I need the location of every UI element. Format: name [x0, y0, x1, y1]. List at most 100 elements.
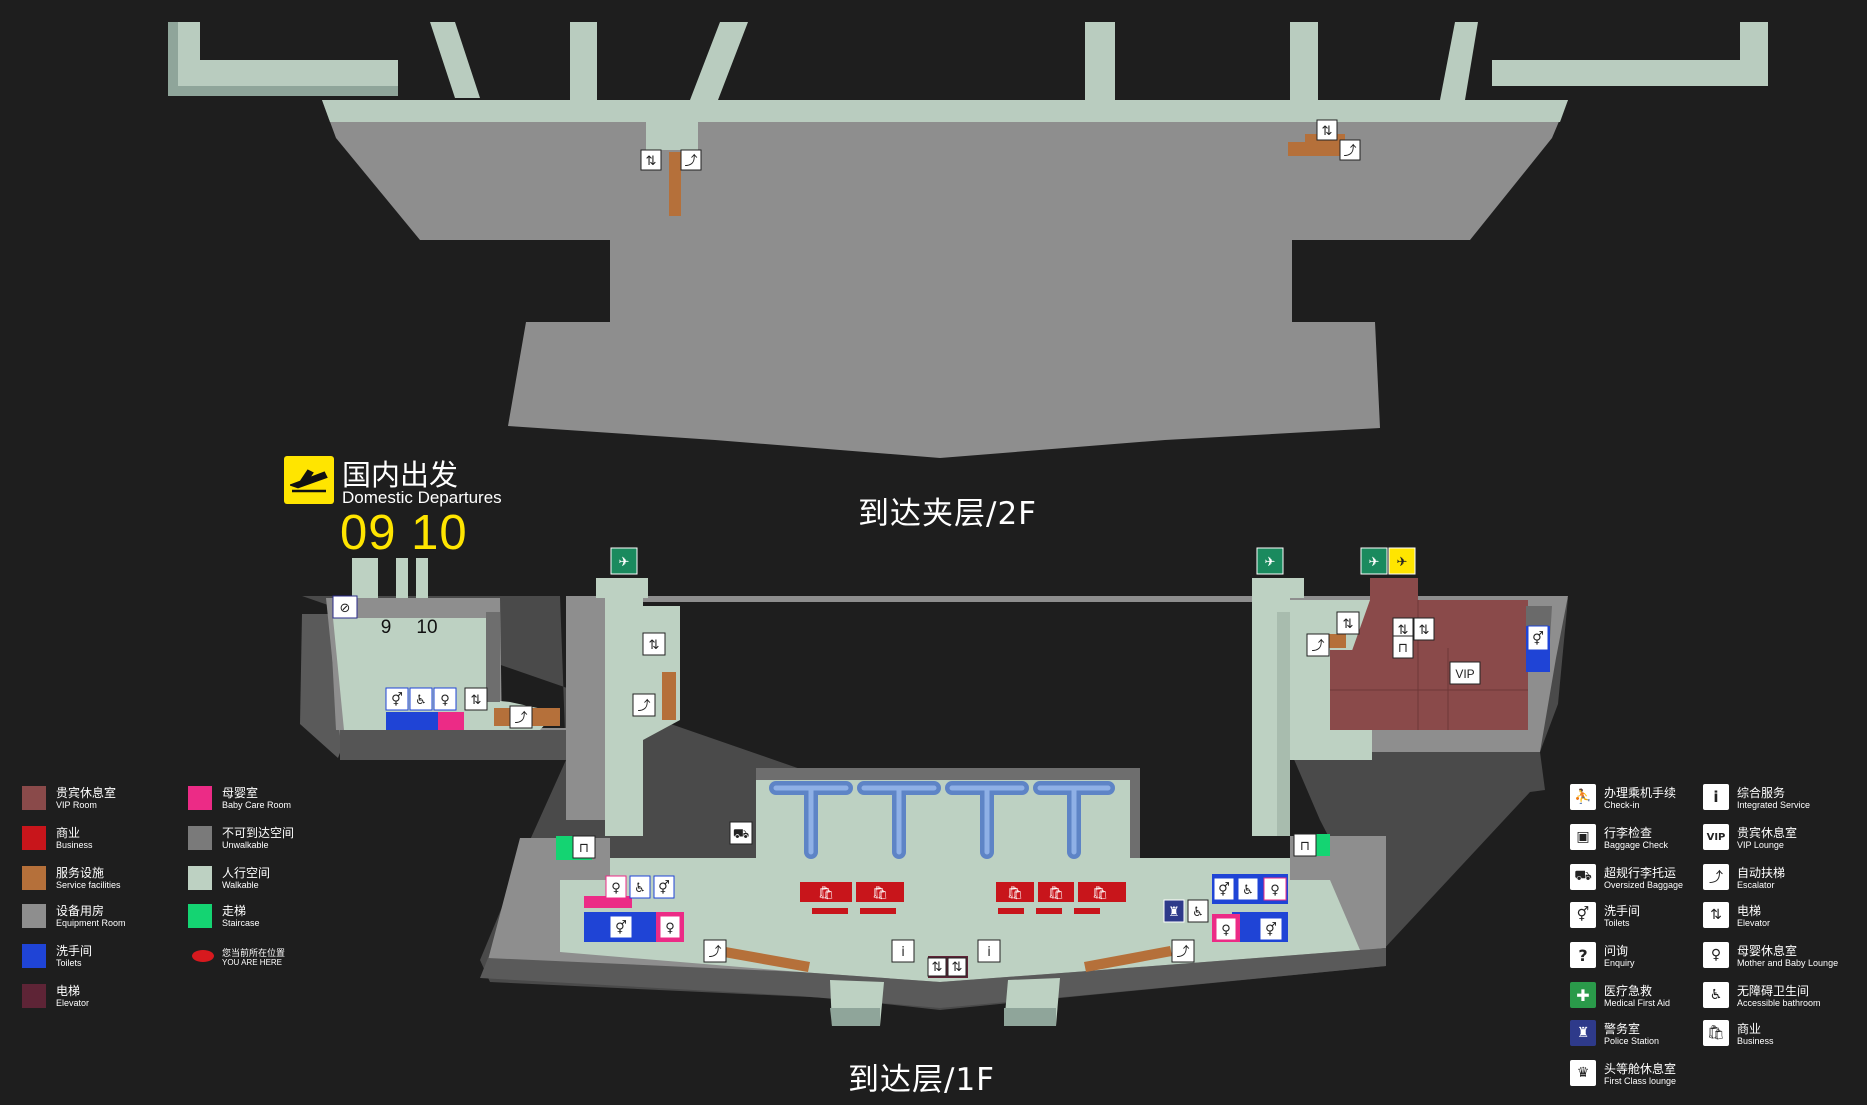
departure-sign-icon: ✈	[610, 547, 638, 575]
svg-text:🛍: 🛍	[1007, 885, 1024, 901]
upper-walk-stub	[646, 118, 698, 150]
bridge-left-l-shadow	[168, 22, 398, 96]
police-icon: ♜	[1570, 1020, 1596, 1046]
business-icon: 🛍	[1092, 885, 1109, 901]
svg-text:⚥: ⚥	[1265, 922, 1277, 938]
business-icon: 🛍	[1007, 885, 1024, 901]
departure-sign-icon: ✈	[1360, 547, 1388, 575]
icon-legend-en: Escalator	[1737, 880, 1775, 890]
legend-swatch	[188, 826, 212, 850]
icon-legend-zh: 电梯	[1737, 904, 1762, 918]
escalator-2f-right	[1288, 142, 1348, 156]
departure-sign-icon: ✈	[1256, 547, 1284, 575]
legend-label-zh: 服务设施	[56, 866, 105, 880]
svg-text:i: i	[987, 945, 991, 960]
toilets-icon: ⚥	[653, 875, 675, 899]
icon-legend-en: Accessible bathroom	[1737, 998, 1821, 1008]
svg-text:♀: ♀	[1221, 923, 1231, 938]
departure-sign-yellow-icon: ✈	[1388, 547, 1416, 575]
left-wing-bottom-edge	[340, 730, 566, 760]
bridge-left-l	[168, 22, 398, 96]
svg-text:✈: ✈	[1265, 555, 1276, 570]
elevator-icon: ⇅	[1703, 902, 1729, 928]
legend-label-zh: 贵宾休息室	[56, 786, 117, 800]
svg-text:⊓: ⊓	[1398, 641, 1408, 656]
svg-text:⚥: ⚥	[658, 880, 670, 896]
legend-swatch	[22, 944, 46, 968]
legend-swatch	[22, 904, 46, 928]
shop-3	[996, 882, 1034, 902]
first-aid-icon: ✚	[1570, 982, 1596, 1008]
you-are-here-marker-icon	[192, 950, 214, 962]
vip-label: VIP	[1455, 667, 1474, 681]
bridge-diag-3	[1440, 22, 1478, 100]
svg-text:⚥: ⚥	[1218, 882, 1230, 898]
toilets-icon: ⚥	[609, 915, 633, 939]
bridge-diag-1	[430, 22, 480, 98]
svg-text:♀: ♀	[665, 921, 675, 936]
exit-right-shadow	[1004, 1008, 1056, 1026]
plane-glyph	[290, 469, 328, 493]
svg-text:✈: ✈	[619, 555, 630, 570]
baggage-claim-icon: ⛟	[729, 821, 753, 845]
svg-text:⤴: ⤴	[637, 699, 650, 714]
legend-label-en: Unwalkable	[222, 840, 269, 850]
legend-label-zh: 您当前所在位置	[222, 949, 286, 959]
baby-care-arrival-left	[584, 896, 632, 908]
legend-label-zh: 不可到达空间	[222, 826, 295, 840]
icon-legend-en: Mother and Baby Lounge	[1737, 958, 1839, 968]
baby-care-left-wing	[438, 712, 464, 730]
escalator-icon: ⤴	[680, 149, 702, 171]
accessible-bathroom-icon: ♿	[1237, 877, 1259, 901]
legend-swatch	[22, 866, 46, 890]
svg-text:⛟: ⛟	[733, 827, 749, 842]
svg-text:⇅: ⇅	[649, 638, 660, 653]
svg-text:⇅: ⇅	[1419, 623, 1430, 638]
icon-legend-en: Elevator	[1737, 918, 1771, 928]
icon-legend-en: Business	[1737, 1036, 1774, 1046]
elevator-icon: ⇅	[642, 632, 666, 656]
legend-swatch	[22, 786, 46, 810]
svg-text:⇅: ⇅	[1398, 623, 1409, 638]
staircase-icon: ⊓	[1392, 635, 1414, 659]
icon-legend-zh: 综合服务	[1737, 786, 1786, 800]
legend-swatch	[188, 904, 212, 928]
arrival-front-edge	[480, 948, 1386, 1008]
icon-legend-zh: 商业	[1737, 1022, 1762, 1036]
icon-legend-zh: 超规行李托运	[1604, 866, 1677, 880]
icon-legend-zh: 警务室	[1604, 1022, 1641, 1036]
legend-label-en: VIP Room	[56, 800, 97, 810]
bridge-straight-3	[1290, 22, 1318, 100]
icon-legend-zh: 问询	[1604, 944, 1629, 958]
icon-legend-zh: 洗手间	[1604, 904, 1641, 918]
elevator-icon: ⇅	[947, 957, 967, 977]
icon-legend-zh: 行李检查	[1604, 826, 1653, 840]
upper-floor-slab	[322, 100, 1568, 458]
legend-label-en: Walkable	[222, 880, 259, 890]
legend-label-en: Elevator	[56, 998, 90, 1008]
legend-label-en: YOU ARE HERE	[222, 958, 283, 967]
icon-legend-zh: 无障碍卫生间	[1737, 984, 1810, 998]
svg-text:⤴: ⤴	[1343, 144, 1356, 159]
shop-1	[800, 882, 852, 902]
shop-strip-2	[860, 908, 896, 914]
icon-legend-en: Medical First Aid	[1604, 998, 1671, 1008]
svg-text:⤴: ⤴	[684, 154, 697, 169]
accessible-bathroom-icon: ♿	[1187, 899, 1209, 923]
floor-2f	[168, 22, 1768, 458]
legend-swatch	[22, 826, 46, 850]
elevator-icon: ⇅	[927, 957, 947, 977]
svg-text:⊘: ⊘	[340, 601, 351, 616]
svg-text:⇅: ⇅	[932, 960, 943, 975]
toilets-icon: ⚥	[1570, 902, 1596, 928]
accessible-bathroom-icon: ♿	[629, 875, 651, 899]
svg-text:⚥: ⚥	[391, 692, 403, 708]
shop-strip-3	[998, 908, 1024, 914]
shop-4	[1038, 882, 1074, 902]
enquiry-icon: ?	[1570, 942, 1596, 968]
svg-text:♀: ♀	[611, 881, 621, 896]
baggage-hall	[610, 780, 1290, 880]
icon-legend-en: Oversized Baggage	[1604, 880, 1684, 890]
svg-text:🛍: 🛍	[872, 885, 889, 901]
